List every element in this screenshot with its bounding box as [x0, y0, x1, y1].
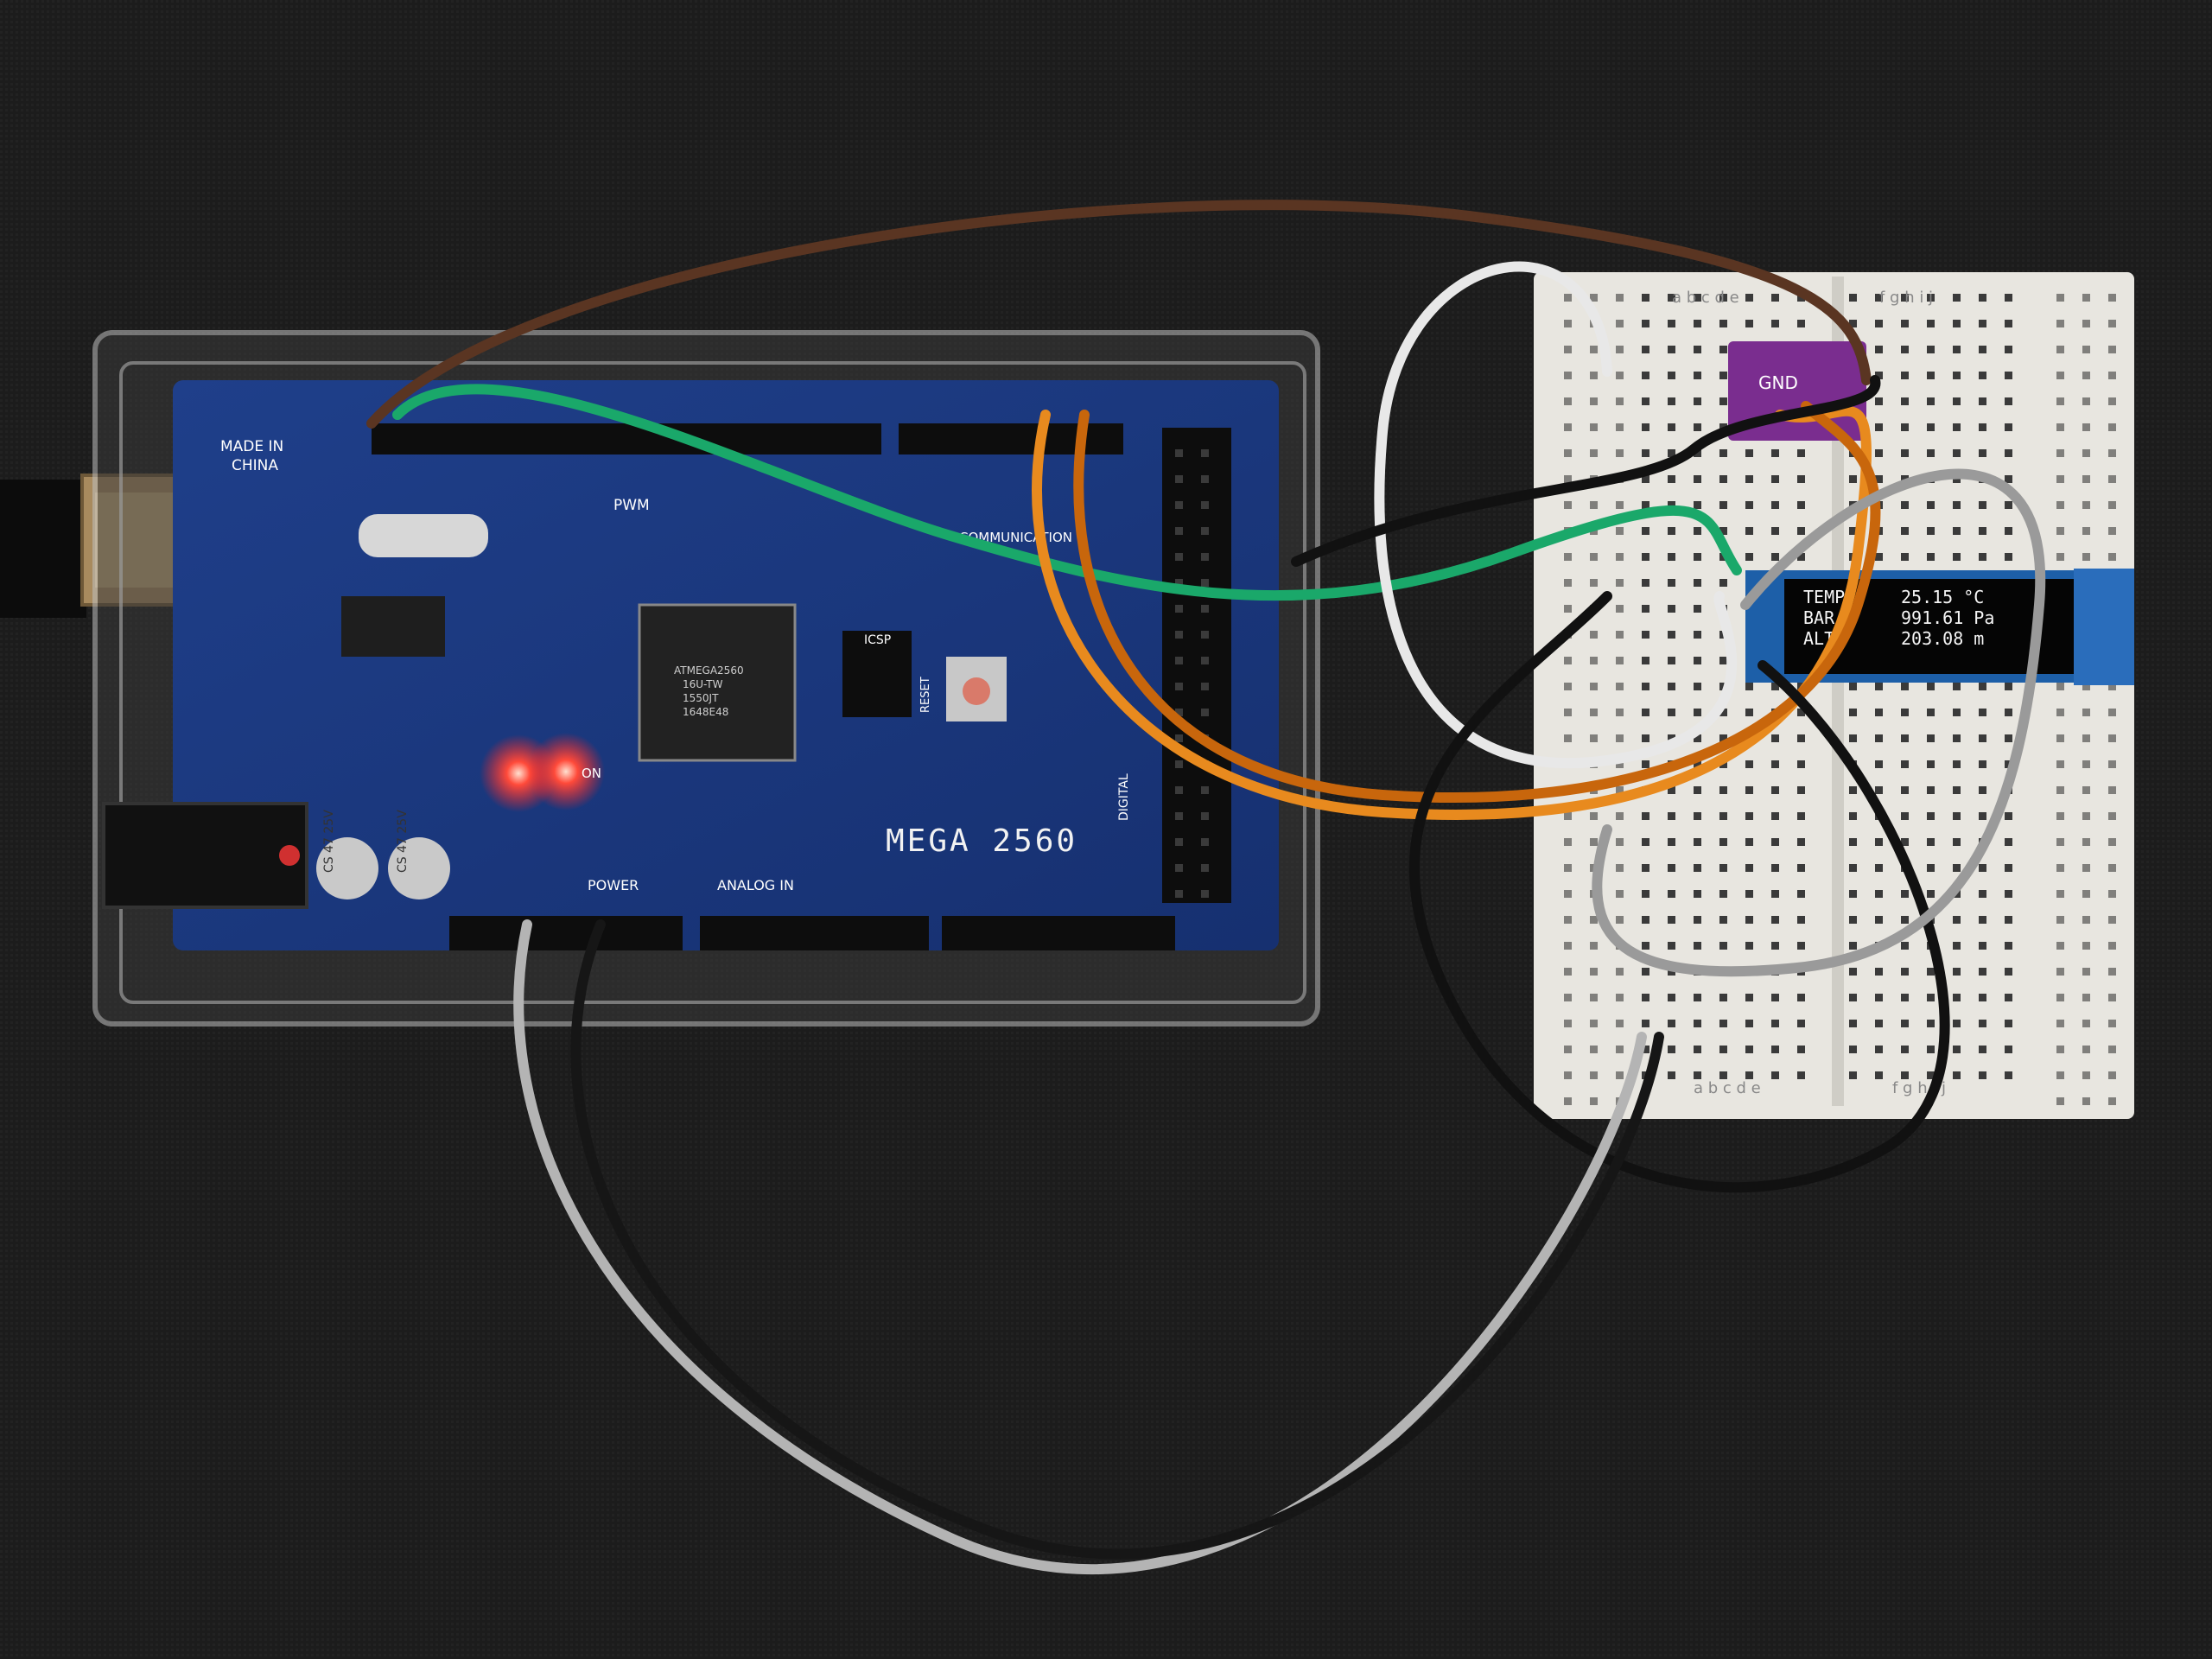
- wire-gray-right: [1592, 468, 2046, 977]
- svg-text:CS 47 25V: CS 47 25V: [322, 810, 336, 873]
- wire-orange-1: [1032, 405, 1872, 820]
- arduino-mega-board: ATMEGA2560 16U-TW 1550JT 1648E48 ICSP RE…: [102, 380, 1279, 950]
- header-analog-a: [700, 916, 929, 950]
- dc-jack: [102, 802, 308, 909]
- header-analog-b: [942, 916, 1175, 950]
- crystal: [359, 514, 488, 557]
- capacitor-2: CS 47 25V: [388, 810, 450, 899]
- usb-interface-chip: [341, 596, 445, 657]
- wire-green: [392, 384, 1742, 601]
- oled-line3-value: 203.08 m: [1901, 628, 1984, 649]
- sensor-gnd-label: GND: [1758, 372, 1798, 393]
- board-model-label: MEGA 2560: [886, 823, 1077, 859]
- wire-black-long: [570, 919, 1664, 1560]
- oled-line1-label: TEMP: [1803, 587, 1845, 607]
- digital-label: DIGITAL: [1117, 773, 1131, 821]
- breadboard: a b c d e f g h i j a b c d e f g h i j: [1534, 272, 2134, 1119]
- wire-gray-long: [513, 919, 1647, 1575]
- oled-line1-value: 25.15 °C: [1901, 587, 1984, 607]
- chip-line1: ATMEGA2560: [674, 664, 744, 677]
- svg-text:CS 47 25V: CS 47 25V: [396, 810, 410, 873]
- wire-black-1: [1291, 375, 1881, 567]
- chip-line3: 1550JT: [683, 692, 719, 704]
- power-label: POWER: [588, 877, 639, 893]
- header-top-right: [899, 423, 1123, 454]
- atmega-chip: [638, 603, 797, 762]
- icsp-header: [842, 631, 912, 717]
- wire-white: [1374, 261, 1738, 769]
- chip-line4: 1648E48: [683, 706, 728, 718]
- pwm-label: PWM: [613, 497, 650, 514]
- header-top-left: [372, 423, 881, 454]
- oled-line2-value: 991.61 Pa: [1901, 607, 1994, 628]
- oled-display-module: TEMP 25.15 °C BAR. 991.61 Pa ALT. 203.08…: [1745, 569, 2134, 685]
- analog-in-label: ANALOG IN: [717, 877, 794, 893]
- header-power: [449, 916, 683, 950]
- bb-col-f-j-top: f g h i j: [1879, 289, 1933, 307]
- jumper-wires: [366, 200, 2046, 1575]
- on-label: ON: [582, 766, 601, 781]
- reset-label: RESET: [919, 677, 932, 713]
- capacitor-1: CS 47 25V: [316, 810, 378, 899]
- bb-col-a-e-top: a b c d e: [1672, 289, 1739, 307]
- wire-brown: [366, 200, 1872, 429]
- bb-col-a-e-bottom: a b c d e: [1694, 1079, 1761, 1097]
- wire-black-2: [1409, 591, 1950, 1193]
- chip-line2: 16U-TW: [683, 678, 723, 690]
- led-on: [527, 733, 605, 810]
- icsp-label: ICSP: [864, 633, 891, 647]
